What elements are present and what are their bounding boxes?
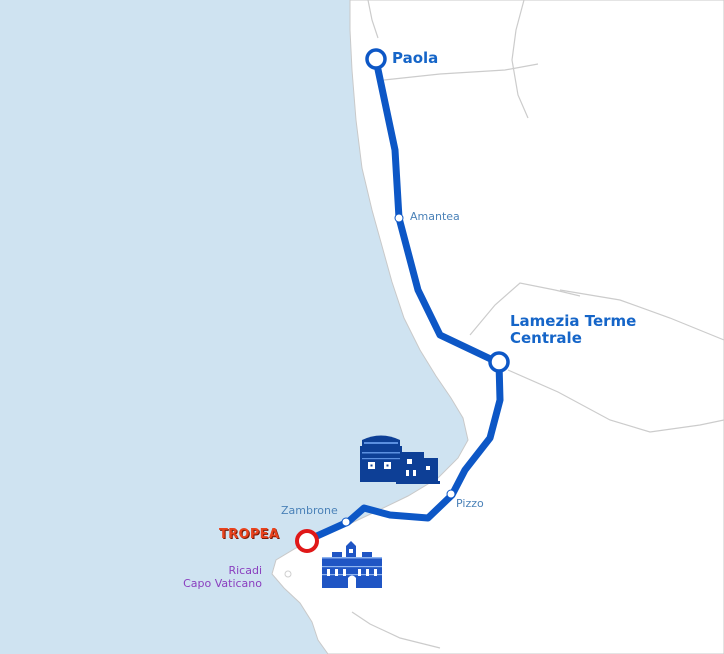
rail-route [304,56,504,544]
church-icon [322,541,382,588]
place-label-line1: Ricadi [228,564,262,577]
station-label-paola[interactable]: Paola [392,49,439,67]
place-label-ricadi: Ricadi Capo Vaticano [183,564,262,590]
station-marker-lamezia[interactable] [488,351,510,373]
station-label-amantea[interactable]: Amantea [410,210,460,223]
station-label-tropea[interactable]: TROPEA [219,527,280,542]
station-marker-pizzo[interactable] [446,489,456,499]
station-marker-zambrone[interactable] [341,517,351,527]
station-label-lamezia[interactable]: Lamezia Terme Centrale [510,312,637,348]
region-borders [351,0,724,649]
station-label-pizzo[interactable]: Pizzo [456,497,484,510]
place-label-line2: Capo Vaticano [183,576,262,590]
station-marker-tropea[interactable] [295,529,319,553]
station-label-lamezia-line2: Centrale [510,329,582,348]
station-label-zambrone[interactable]: Zambrone [281,504,338,517]
station-marker-paola[interactable] [365,48,387,70]
station-marker-amantea[interactable] [394,213,404,223]
castle-icon [360,435,440,484]
islet [284,570,292,578]
station-label-lamezia-line1: Lamezia Terme [510,312,637,330]
